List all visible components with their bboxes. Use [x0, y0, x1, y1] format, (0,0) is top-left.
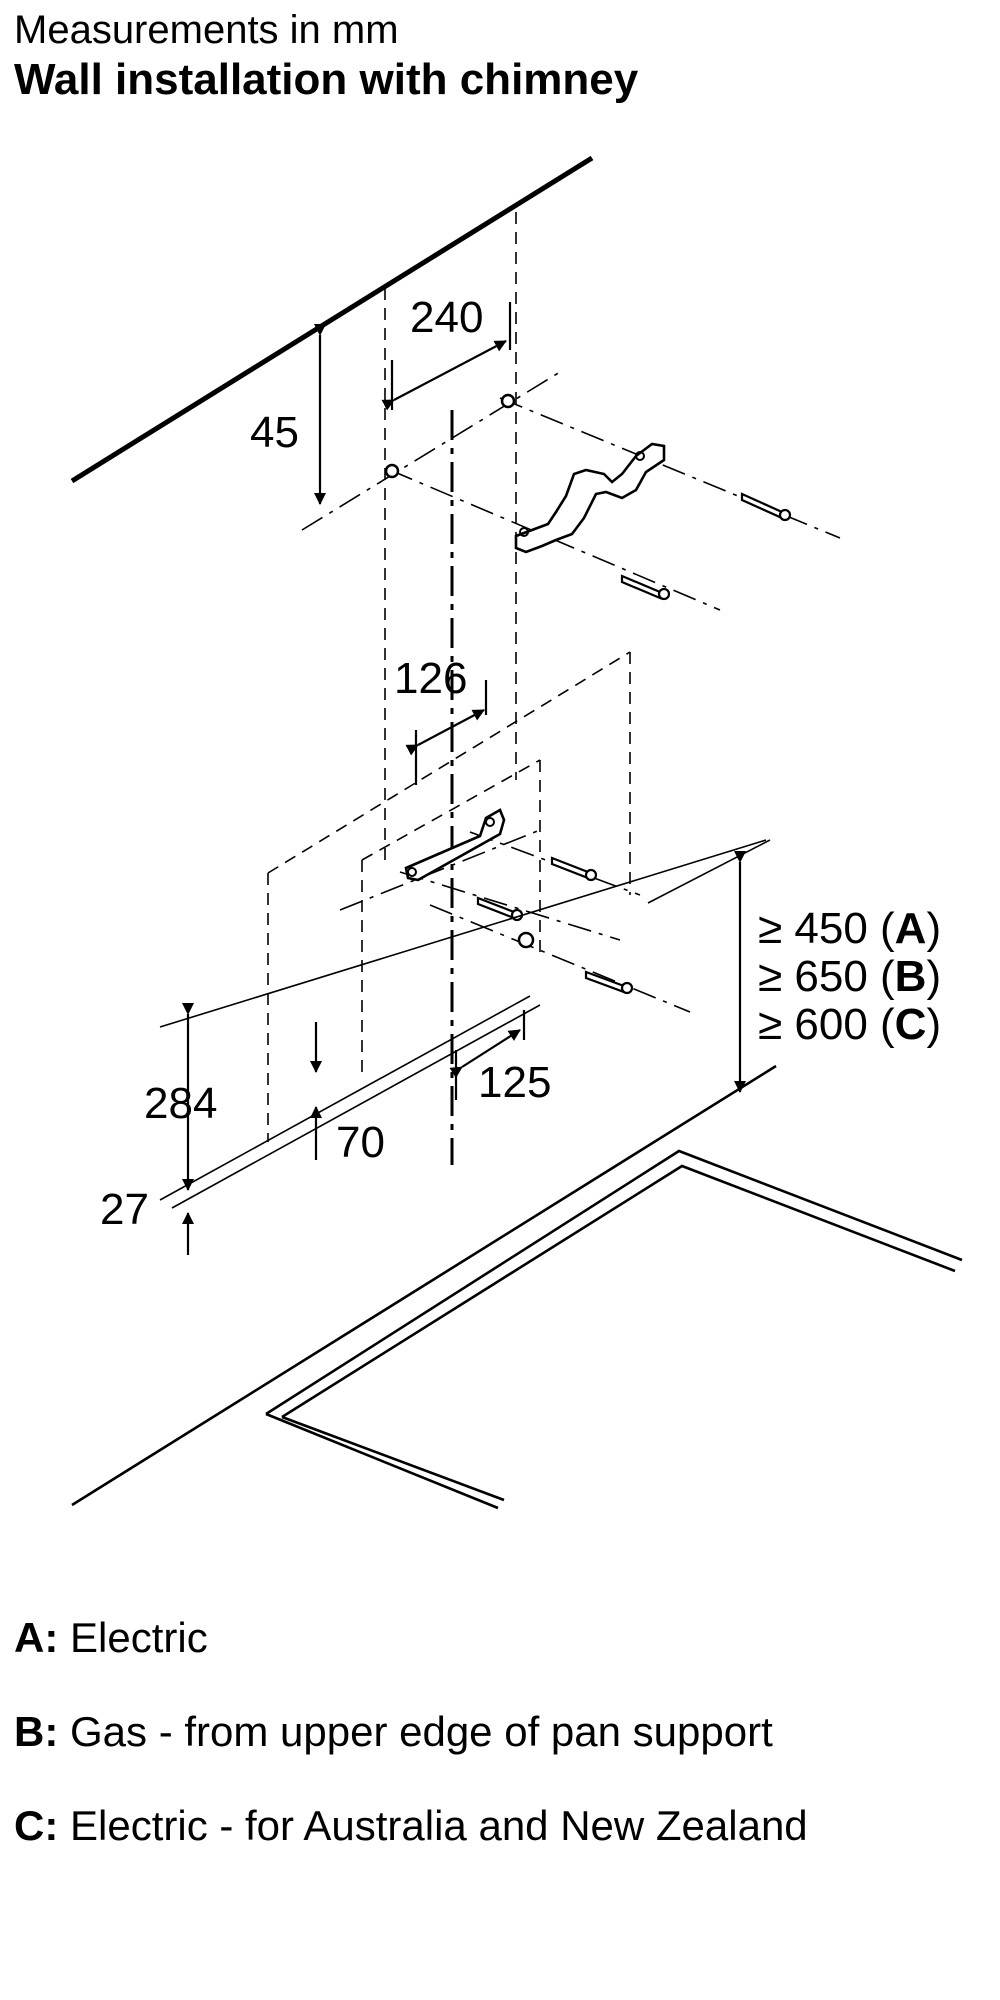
wall-bracket-upper: [514, 442, 666, 554]
diagram-title: Wall installation with chimney: [14, 55, 639, 104]
legend-text: Electric - for Australia and New Zealand: [70, 1802, 808, 1849]
bracket-hole: [485, 817, 495, 827]
diagram-subtitle: Measurements in mm: [14, 8, 399, 52]
ceiling-line: [70, 155, 594, 484]
min-distance-b-label: ≥ 650 (B): [758, 952, 941, 1001]
legend-text: Gas - from upper edge of pan support: [70, 1708, 773, 1755]
min-distance-a-label: ≥ 450 (A): [758, 904, 941, 953]
upper-screws: [620, 492, 792, 601]
drill-hole-marker: [384, 463, 400, 479]
legend-item-b: B: Gas - from upper edge of pan support: [14, 1708, 773, 1756]
dim-27-label: 27: [100, 1185, 149, 1234]
legend-key: C:: [14, 1802, 59, 1849]
min-distance-c-label: ≥ 600 (C): [758, 1000, 941, 1049]
legend-key: B:: [14, 1708, 59, 1755]
dim-70-label: 70: [336, 1118, 385, 1167]
drill-hole-marker: [500, 393, 516, 409]
dim-126-label: 126: [394, 654, 467, 703]
dimension-arrows: [182, 302, 746, 1255]
dim-125-label: 125: [478, 1058, 551, 1107]
bracket-hole: [635, 451, 645, 461]
drill-hole-marker: [517, 931, 535, 949]
bracket-hole: [407, 867, 417, 877]
legend-item-c: C: Electric - for Australia and New Zeal…: [14, 1802, 808, 1850]
dim-45-label: 45: [250, 408, 299, 457]
legend-text: Electric: [70, 1614, 208, 1661]
dim-240-label: 240: [410, 293, 483, 342]
wall-bracket-lower: [404, 808, 506, 882]
lower-screws: [476, 856, 634, 995]
legend-item-a: A: Electric: [14, 1614, 208, 1662]
cooktop: [71, 1064, 963, 1510]
legend-key: A:: [14, 1614, 59, 1661]
lower-drill-lines: [339, 829, 691, 1013]
projection-lines: [267, 212, 631, 1142]
bracket-hole: [519, 527, 529, 537]
dim-284-label: 284: [144, 1079, 217, 1128]
